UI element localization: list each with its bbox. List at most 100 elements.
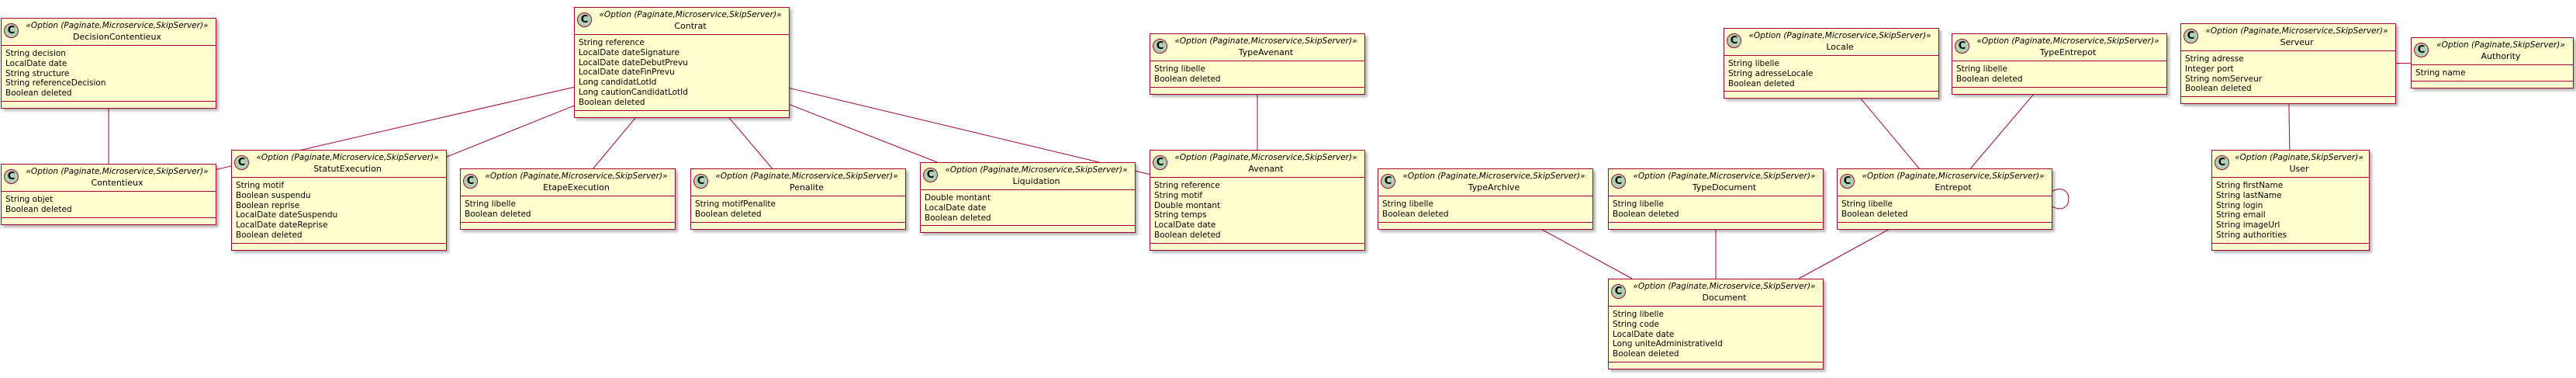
class-header: C«Option (Paginate,SkipServer)»Authority bbox=[2412, 38, 2573, 65]
class-stereotype: «Option (Paginate,Microservice,SkipServe… bbox=[1174, 153, 1357, 162]
class-methods bbox=[1952, 88, 2166, 94]
class-attribute: Boolean deleted bbox=[5, 88, 72, 99]
class-attribute: LocalDate date bbox=[5, 58, 67, 68]
class-contrat: C«Option (Paginate,Microservice,SkipServ… bbox=[574, 7, 790, 118]
class-header: C«Option (Paginate,Microservice,SkipServ… bbox=[232, 151, 446, 178]
class-attribute: String firstName bbox=[2216, 181, 2284, 190]
class-methods bbox=[1150, 244, 1364, 250]
class-avenant: C«Option (Paginate,Microservice,SkipServ… bbox=[1150, 150, 1365, 251]
class-contentieux: C«Option (Paginate,Microservice,SkipServ… bbox=[1, 164, 216, 225]
class-methods bbox=[2412, 81, 2573, 88]
class-name: User bbox=[2289, 164, 2309, 174]
class-name: StatutExecution bbox=[313, 164, 382, 174]
class-decision-contentieux: C «Option (Paginate,Microservice,SkipServ… bbox=[1, 18, 216, 109]
relation-contrat-liquidation bbox=[789, 104, 938, 163]
class-entrepot: C«Option (Paginate,Microservice,SkipServ… bbox=[1837, 168, 2052, 230]
class-attribute: LocalDate date bbox=[1613, 329, 1675, 339]
class-icon: C bbox=[2414, 43, 2429, 57]
relation-contrat-etape-execution bbox=[593, 117, 636, 169]
class-attribute: Long cautionCandidatLotId bbox=[579, 87, 688, 97]
class-liquidation: C«Option (Paginate,Microservice,SkipServ… bbox=[920, 162, 1136, 234]
class-attribute: LocalDate dateSuspendu bbox=[236, 210, 338, 220]
class-attribute: String nomServeur bbox=[2185, 74, 2263, 84]
class-stereotype: «Option (Paginate,Microservice,SkipServe… bbox=[599, 10, 782, 19]
class-attribute: String motifPenalite bbox=[695, 199, 776, 209]
class-attribute: String libelle bbox=[1728, 59, 1779, 68]
class-icon: C bbox=[1955, 39, 1969, 54]
class-methods bbox=[232, 244, 446, 250]
class-name: TypeEntrepot bbox=[2039, 47, 2097, 57]
class-attribute: Boolean deleted bbox=[1613, 349, 1679, 359]
class-icon: C bbox=[2184, 29, 2198, 43]
class-header: C«Option (Paginate,Microservice,SkipServ… bbox=[1724, 29, 1938, 56]
class-attribute: Boolean deleted bbox=[1154, 230, 1221, 240]
class-name: Authority bbox=[2481, 51, 2521, 61]
class-header: C«Option (Paginate,Microservice,SkipServ… bbox=[1150, 34, 1364, 61]
class-attribute: String decision bbox=[5, 49, 66, 58]
class-attribute: String code bbox=[1613, 319, 1659, 329]
class-attribute: String lastName bbox=[2216, 190, 2282, 200]
class-header: C«Option (Paginate,Microservice,SkipServ… bbox=[461, 169, 675, 196]
class-header: C «Option (Paginate,Microservice,SkipServ… bbox=[1609, 169, 1823, 196]
class-attribute: String libelle bbox=[465, 199, 516, 209]
class-type-document: C «Option (Paginate,Microservice,SkipServ… bbox=[1608, 168, 1824, 230]
class-type-entrepot: C«Option (Paginate,Microservice,SkipServ… bbox=[1952, 33, 2167, 95]
class-name: Penalite bbox=[790, 182, 824, 192]
class-attribute: Boolean deleted bbox=[579, 97, 645, 107]
class-header: C«Option (Paginate,Microservice,SkipServ… bbox=[575, 8, 789, 35]
class-attributes: String name bbox=[2412, 65, 2573, 81]
class-attribute: Boolean deleted bbox=[1613, 209, 1679, 219]
class-attribute: Boolean deleted bbox=[1956, 74, 2023, 84]
class-attribute: String libelle bbox=[1154, 64, 1205, 74]
class-header: C«Option (Paginate,Microservice,SkipServ… bbox=[1838, 169, 2052, 196]
class-methods bbox=[1724, 92, 1938, 98]
class-name: EtapeExecution bbox=[543, 182, 610, 192]
class-attribute: String libelle bbox=[1956, 64, 2007, 74]
class-methods bbox=[1609, 223, 1823, 229]
class-stereotype: «Option (Paginate,Microservice,SkipServe… bbox=[1633, 172, 1816, 181]
class-authority: C«Option (Paginate,SkipServer)»Authority… bbox=[2411, 37, 2574, 88]
class-icon: C bbox=[1611, 174, 1626, 189]
class-attribute: Boolean deleted bbox=[1154, 74, 1221, 84]
class-attribute: Boolean deleted bbox=[2185, 84, 2252, 94]
class-header: C«Option (Paginate,Microservice,SkipServ… bbox=[921, 163, 1135, 190]
class-attribute: LocalDate date bbox=[925, 203, 987, 213]
class-methods bbox=[1378, 223, 1592, 229]
class-attribute: String adresse bbox=[2185, 54, 2244, 64]
class-attribute: String imageUrl bbox=[2216, 220, 2280, 231]
relation-serveur-user bbox=[2288, 104, 2291, 151]
class-attribute: Boolean deleted bbox=[1728, 78, 1795, 88]
class-attribute: String motif bbox=[1154, 190, 1203, 200]
class-methods bbox=[575, 111, 789, 117]
class-header: C«Option (Paginate,Microservice,SkipServ… bbox=[1952, 34, 2166, 61]
class-header: C«Option (Paginate,Microservice,SkipServ… bbox=[2, 165, 216, 192]
class-type-avenant: C«Option (Paginate,Microservice,SkipServ… bbox=[1150, 33, 1365, 95]
class-attribute: LocalDate dateReprise bbox=[236, 220, 328, 231]
class-attribute: Boolean deleted bbox=[465, 209, 531, 219]
relation-locale-entrepot bbox=[1860, 99, 1920, 169]
class-statut-execution: C«Option (Paginate,Microservice,SkipServ… bbox=[231, 150, 447, 251]
class-attribute: Integer port bbox=[2185, 64, 2234, 74]
class-icon: C bbox=[463, 174, 478, 189]
class-stereotype: «Option (Paginate,Microservice,SkipServe… bbox=[26, 21, 209, 30]
class-methods bbox=[1150, 88, 1364, 94]
class-icon: C bbox=[1381, 174, 1395, 189]
class-attribute: String libelle bbox=[1613, 310, 1664, 319]
class-icon: C bbox=[4, 23, 19, 38]
class-icon: C bbox=[1727, 33, 1741, 48]
class-name: Avenant bbox=[1248, 164, 1284, 174]
class-stereotype: «Option (Paginate,Microservice,SkipServe… bbox=[1402, 172, 1585, 181]
class-attribute: String reference bbox=[579, 38, 645, 47]
